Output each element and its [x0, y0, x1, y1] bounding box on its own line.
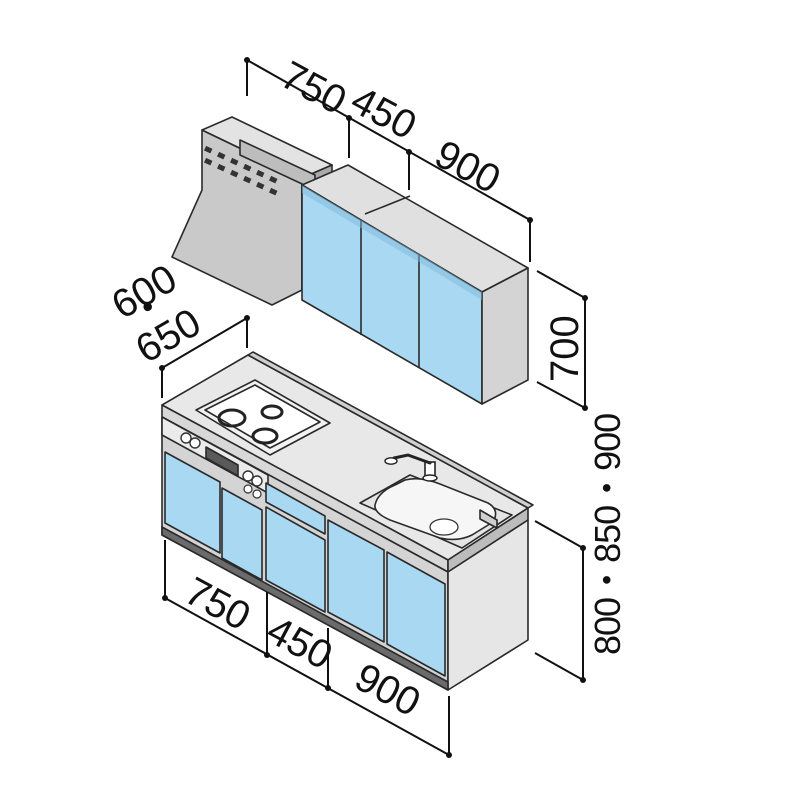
burner-left [217, 408, 247, 428]
counter-height-dimension: 800・850・900 [534, 414, 628, 683]
cooktop-glass [204, 384, 321, 449]
upper-door-shadow-3 [419, 254, 482, 300]
base-door-2 [221, 487, 263, 581]
upper-height-label: 700 [543, 315, 587, 382]
counter-height-label: 800・850・900 [587, 414, 628, 655]
control-knob-left [180, 432, 201, 449]
control-display [205, 446, 239, 477]
upper-door-shadow-1 [302, 185, 361, 228]
burner-back [260, 404, 284, 420]
faucet-head [384, 457, 398, 465]
backsplash [247, 351, 534, 509]
base-door-1 [164, 451, 221, 554]
base-door-4 [386, 551, 446, 677]
faucet [384, 453, 438, 482]
upper-top-seam [364, 195, 411, 215]
hood-vent-slots [204, 145, 278, 196]
upper-height-dimension: 700 [536, 270, 588, 411]
sink [359, 474, 513, 549]
base-side [447, 519, 529, 691]
upper-door-shadow-2 [361, 220, 419, 262]
faucet-spout [392, 453, 432, 465]
upper-width-label-2: 450 [344, 78, 424, 148]
burner-front [251, 427, 279, 445]
upper-width-label-3: 900 [428, 132, 508, 202]
cooktop [195, 379, 331, 456]
drawer-top [265, 482, 326, 535]
upper-cabinet-side [481, 267, 529, 405]
sink-basin [374, 477, 497, 541]
drawer-bottom [265, 506, 326, 613]
upper-cabinets [301, 164, 529, 405]
control-knob-right [242, 470, 263, 499]
faucet-base [422, 474, 438, 482]
sink-drain [429, 518, 459, 536]
base-door-3 [327, 519, 385, 643]
base-kickplate [161, 526, 449, 691]
sink-accessory [479, 509, 498, 529]
